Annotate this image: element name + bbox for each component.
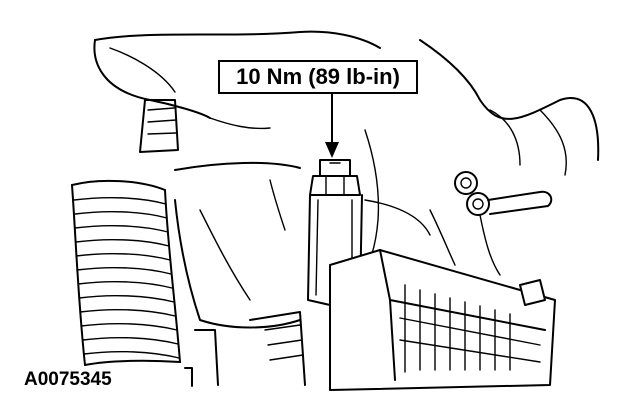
electrical-connector xyxy=(329,249,556,391)
lower-bracket xyxy=(184,311,306,387)
bracket-bolts xyxy=(429,171,553,276)
torque-callout: 10 Nm (89 lb-in) xyxy=(218,60,418,94)
figure-id: A0075345 xyxy=(24,369,112,390)
intake-tube xyxy=(139,99,179,153)
callout-leader-arrow xyxy=(325,93,339,158)
corrugated-hose xyxy=(71,179,181,366)
upper-engine-casting xyxy=(93,30,600,176)
